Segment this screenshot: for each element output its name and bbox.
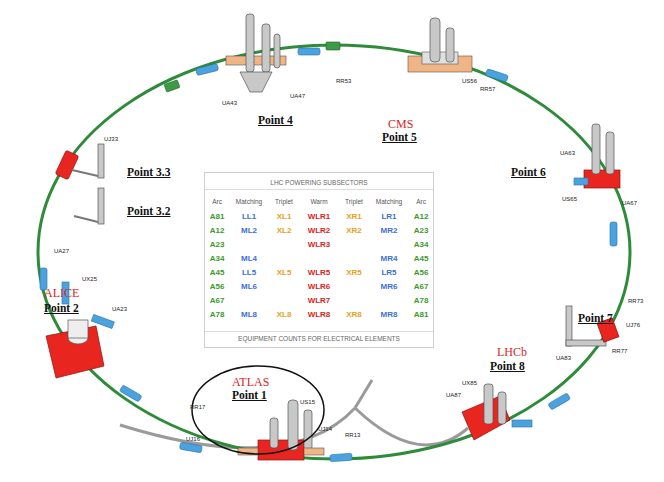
column-header: Triplet <box>268 198 300 205</box>
tunnel-code: US56 <box>462 78 477 85</box>
table-cell: XL2 <box>268 227 300 236</box>
tunnel-code: US15 <box>300 399 315 406</box>
table-cell: WLR7 <box>300 297 338 306</box>
table-cell: LR5 <box>370 269 408 278</box>
table-cell: XL8 <box>268 311 300 320</box>
subsector-table: LHC POWERING SUBSECTORS EQUIPMENT COUNTS … <box>204 172 434 348</box>
table-cell: MR4 <box>370 255 408 264</box>
column-header: Triplet <box>338 198 370 205</box>
tunnel-code: US65 <box>562 196 577 203</box>
table-cell: A56 <box>204 283 230 292</box>
tunnel-code: UJ76 <box>626 322 640 329</box>
tunnel-code: RR73 <box>628 298 643 305</box>
table-cell: MR8 <box>370 311 408 320</box>
experiment-name: ALICE <box>44 287 79 300</box>
table-cell: A34 <box>408 241 434 250</box>
table-cell: A78 <box>408 297 434 306</box>
table-cell: LL5 <box>230 269 268 278</box>
table-cell: A45 <box>408 255 434 264</box>
table-cell: WLR8 <box>300 311 338 320</box>
experiment-name: ATLAS <box>232 376 269 389</box>
table-cell: ML4 <box>230 255 268 264</box>
table-cell: WLR6 <box>300 283 338 292</box>
table-cell: A56 <box>408 269 434 278</box>
tunnel-code: RR17 <box>190 404 205 411</box>
tunnel-code: UA27 <box>54 248 69 255</box>
point-label: Point 6 <box>511 166 546 179</box>
point-label: Point 8 <box>490 360 525 373</box>
table-cell: MR6 <box>370 283 408 292</box>
point-label: Point 5 <box>382 131 417 144</box>
table-cell: A81 <box>204 213 230 222</box>
experiment-name: CMS <box>388 118 413 131</box>
table-cell: XL1 <box>268 213 300 222</box>
table-cell: ML8 <box>230 311 268 320</box>
point-label: Point 2 <box>44 302 79 315</box>
table-footer: EQUIPMENT COUNTS FOR ELECTRICAL ELEMENTS <box>205 331 433 342</box>
point-label: Point 3.2 <box>127 205 170 218</box>
tunnel-code: UX25 <box>82 276 97 283</box>
table-cell: LL1 <box>230 213 268 222</box>
table-cell: WLR5 <box>300 269 338 278</box>
table-cell: A34 <box>204 255 230 264</box>
tunnel-code: UA43 <box>222 100 237 107</box>
table-cell: A12 <box>408 213 434 222</box>
experiment-name: LHCb <box>497 346 527 359</box>
tunnel-code: UA47 <box>290 93 305 100</box>
table-cell: LR1 <box>370 213 408 222</box>
column-header: Arc <box>204 198 230 205</box>
table-cell: A12 <box>204 227 230 236</box>
tunnel-code: UA87 <box>446 392 461 399</box>
table-cell: A81 <box>408 311 434 320</box>
tunnel-code: RR77 <box>612 348 627 355</box>
table-cell: A67 <box>408 283 434 292</box>
point-label: Point 1 <box>232 389 267 402</box>
table-cell: XR2 <box>338 227 370 236</box>
point-label: Point 7 <box>578 312 613 325</box>
table-cell: XR1 <box>338 213 370 222</box>
tunnel-code: UA23 <box>112 306 127 313</box>
column-header: Arc <box>408 198 434 205</box>
table-cell: WLR1 <box>300 213 338 222</box>
point-label: Point 3.3 <box>127 166 170 179</box>
table-cell: A23 <box>204 241 230 250</box>
tunnel-code: UJ14 <box>318 426 332 433</box>
column-header: Matching <box>370 198 408 205</box>
table-cell: A67 <box>204 297 230 306</box>
column-header: Matching <box>230 198 268 205</box>
table-cell: XL5 <box>268 269 300 278</box>
table-cell: MR2 <box>370 227 408 236</box>
tunnel-code: RR53 <box>336 78 351 85</box>
table-cell: ML6 <box>230 283 268 292</box>
table-cell: XR5 <box>338 269 370 278</box>
column-header: Warm <box>300 198 338 205</box>
tunnel-code: UA63 <box>560 150 575 157</box>
tunnel-code: RR13 <box>345 432 360 439</box>
tunnel-code: UA83 <box>556 355 571 362</box>
table-cell: A78 <box>204 311 230 320</box>
table-cell: WLR3 <box>300 241 338 250</box>
table-title: LHC POWERING SUBSECTORS <box>205 179 433 190</box>
table-cell: A45 <box>204 269 230 278</box>
tunnel-code: RR57 <box>480 86 495 93</box>
tunnel-code: UJ16 <box>186 436 200 443</box>
tunnel-code: UJ33 <box>104 136 118 143</box>
table-cell: XR8 <box>338 311 370 320</box>
tunnel-code: UX85 <box>462 380 477 387</box>
table-cell: A23 <box>408 227 434 236</box>
tunnel-code: UA67 <box>622 200 637 207</box>
table-cell: WLR2 <box>300 227 338 236</box>
point-label: Point 4 <box>258 114 293 127</box>
table-cell: ML2 <box>230 227 268 236</box>
